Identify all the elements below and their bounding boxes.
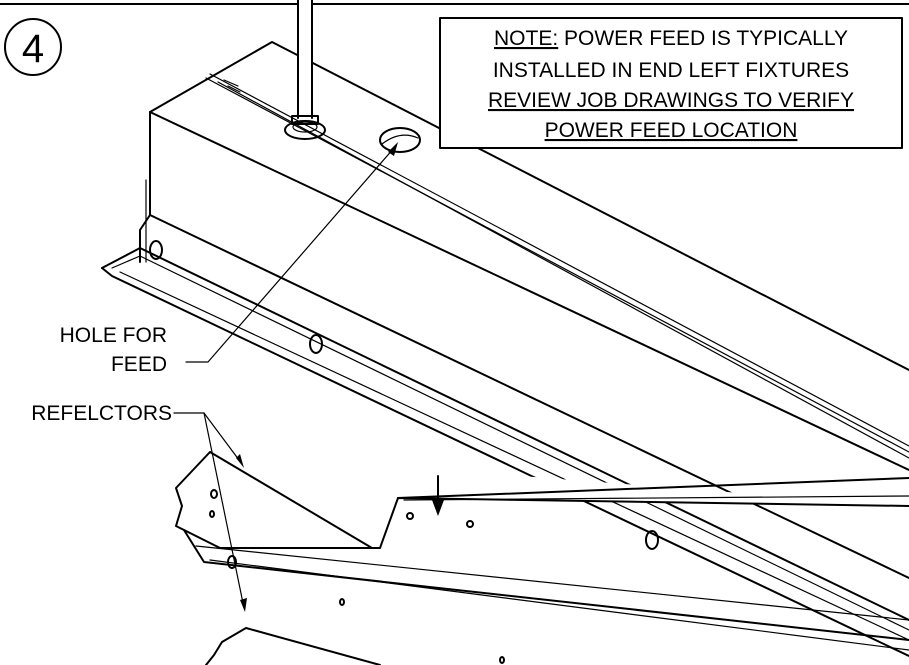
reflectors-label: REFELCTORS xyxy=(31,402,172,425)
hole-for-feed-label-line-2: FEED xyxy=(111,353,167,376)
hole-for-feed-label-line-1: HOLE FOR xyxy=(60,324,167,347)
note-line-2: INSTALLED IN END LEFT FIXTURES xyxy=(493,59,849,82)
flange-hole xyxy=(149,240,163,260)
step-number-badge: 4 xyxy=(4,18,62,76)
note-line-1-rest: POWER FEED IS TYPICALLY xyxy=(558,27,848,50)
step-number: 4 xyxy=(22,27,44,71)
note-box: NOTE: POWER FEED IS TYPICALLY INSTALLED … xyxy=(439,17,903,149)
fixture-housing xyxy=(139,41,909,579)
power-feed-conduit xyxy=(284,0,326,140)
flange-hole xyxy=(309,334,323,354)
feed-hole xyxy=(379,127,421,153)
note-line-1: NOTE: POWER FEED IS TYPICALLY xyxy=(494,27,848,50)
reflector-panels xyxy=(175,451,909,665)
reflectors-callout: REFELCTORS xyxy=(31,402,247,612)
hole-for-feed-callout: HOLE FOR FEED xyxy=(60,142,398,376)
note-line-3: REVIEW JOB DRAWINGS TO VERIFY xyxy=(488,89,854,112)
note-line-4: POWER FEED LOCATION xyxy=(545,119,798,142)
note-keyword: NOTE: xyxy=(494,27,558,50)
fixture-flange xyxy=(101,240,909,657)
